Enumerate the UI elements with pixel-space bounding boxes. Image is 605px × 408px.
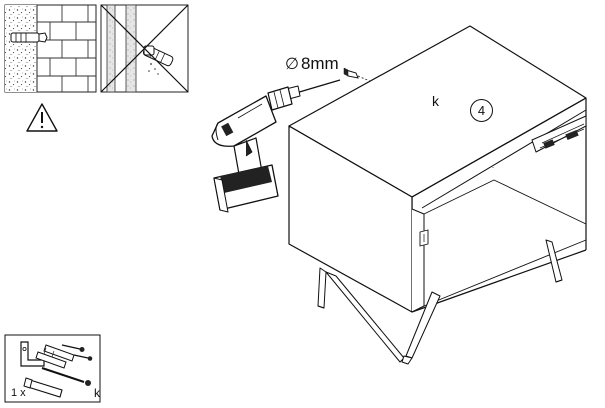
parts-kit-quantity: 1 x <box>11 387 26 399</box>
drill-bit-size-label: ∅8mm <box>285 54 339 74</box>
drill-icon <box>211 79 341 213</box>
diameter-symbol: ∅ <box>285 56 299 73</box>
hardware-label: k <box>432 93 439 109</box>
warning-triangle-icon <box>26 103 58 132</box>
parts-kit-label: k <box>94 386 100 400</box>
step-number: 4 <box>470 99 493 122</box>
wall-anchor-not-ok-icon <box>100 4 189 93</box>
drill-bit-size: 8mm <box>300 54 339 73</box>
parts-kit-icon <box>4 334 101 403</box>
cabinet-icon <box>288 25 587 365</box>
wall-anchor-ok-icon <box>4 4 97 93</box>
